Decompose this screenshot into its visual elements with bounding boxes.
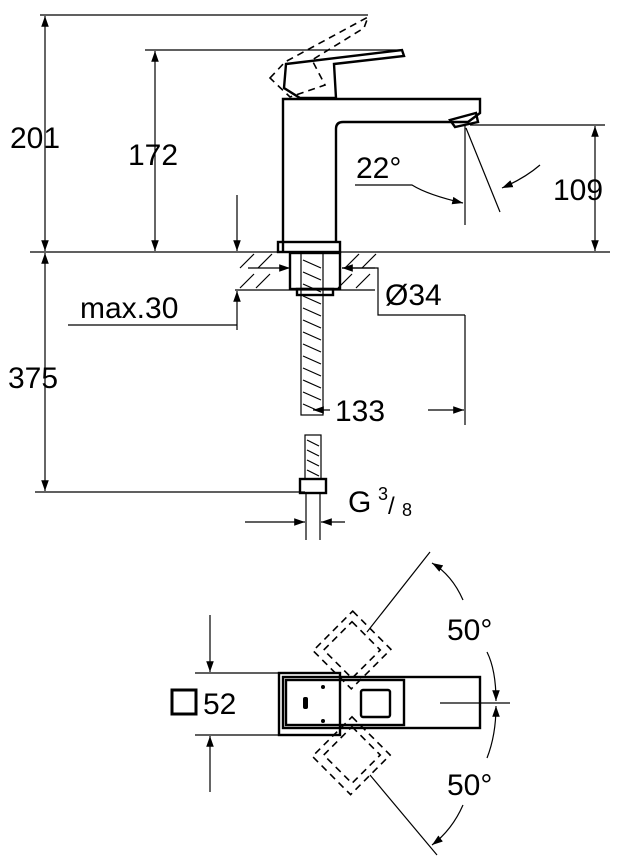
svg-text:3: 3	[378, 484, 388, 504]
dim-hole-diameter: Ø34	[385, 279, 442, 312]
svg-text:G: G	[348, 486, 371, 519]
dim-spout-height: 172	[128, 139, 178, 172]
square-symbol-icon	[170, 688, 198, 716]
dim-total-height: 201	[10, 122, 60, 155]
lever-raised-dashed	[268, 15, 370, 98]
dim-rotation-down: 50°	[447, 769, 492, 802]
svg-text:/: /	[388, 493, 395, 520]
aerator	[448, 111, 480, 129]
dim-connection-thread: G 3 / 8	[348, 484, 412, 520]
dim-outlet-height: 109	[553, 174, 603, 207]
countertop-section	[30, 251, 610, 297]
faucet-top-view	[277, 609, 510, 796]
supply-hose	[298, 252, 328, 540]
faucet-side-view	[268, 15, 482, 254]
dim-mounting-depth: max.30	[80, 292, 178, 325]
lever	[282, 48, 406, 100]
base-plate	[276, 240, 342, 254]
mounting-nut	[288, 251, 342, 291]
dim-body-size: 52	[203, 688, 236, 721]
dim-hose-length: 375	[8, 362, 58, 395]
dim-spray-angle: 22°	[356, 152, 401, 185]
dim-projection: 133	[335, 395, 385, 428]
dim-rotation-up: 50°	[447, 614, 492, 647]
faucet-body	[281, 97, 482, 252]
svg-text:8: 8	[402, 500, 412, 520]
